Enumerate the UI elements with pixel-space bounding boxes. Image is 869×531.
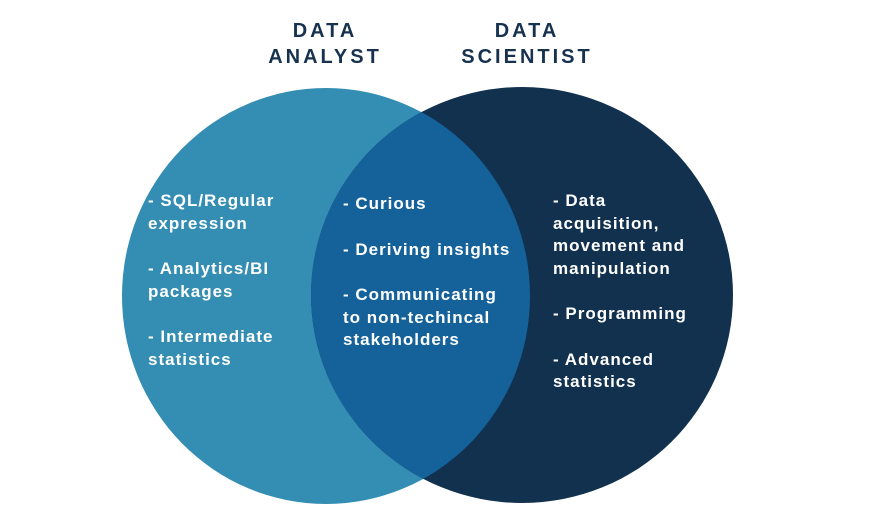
list-item: - Data acquisition, movement and manipul… [553, 191, 685, 278]
list-item: - Curious [343, 194, 427, 213]
overlap-region [311, 88, 530, 503]
scientist-skills-list: - Data acquisition, movement and manipul… [553, 190, 733, 417]
list-item: - Programming [553, 304, 687, 323]
list-item: - Deriving insights [343, 239, 511, 259]
analyst-skills-list: - SQL/Regular expression - Analytics/BI … [148, 190, 333, 394]
analyst-title: DATA ANALYST [268, 20, 382, 68]
list-item: - Intermediate statistics [148, 327, 274, 369]
list-item: - Analytics/BI packages [148, 259, 270, 301]
list-item: - Communicating to non-techincal stakeho… [343, 285, 497, 349]
shared-skills-list: - Curious - Deriving insights - Communic… [343, 193, 553, 375]
list-item: - Advanced statistics [553, 349, 655, 392]
scientist-title: DATA SCIENTIST [461, 20, 593, 68]
list-item: - SQL/Regular expression [148, 191, 275, 233]
